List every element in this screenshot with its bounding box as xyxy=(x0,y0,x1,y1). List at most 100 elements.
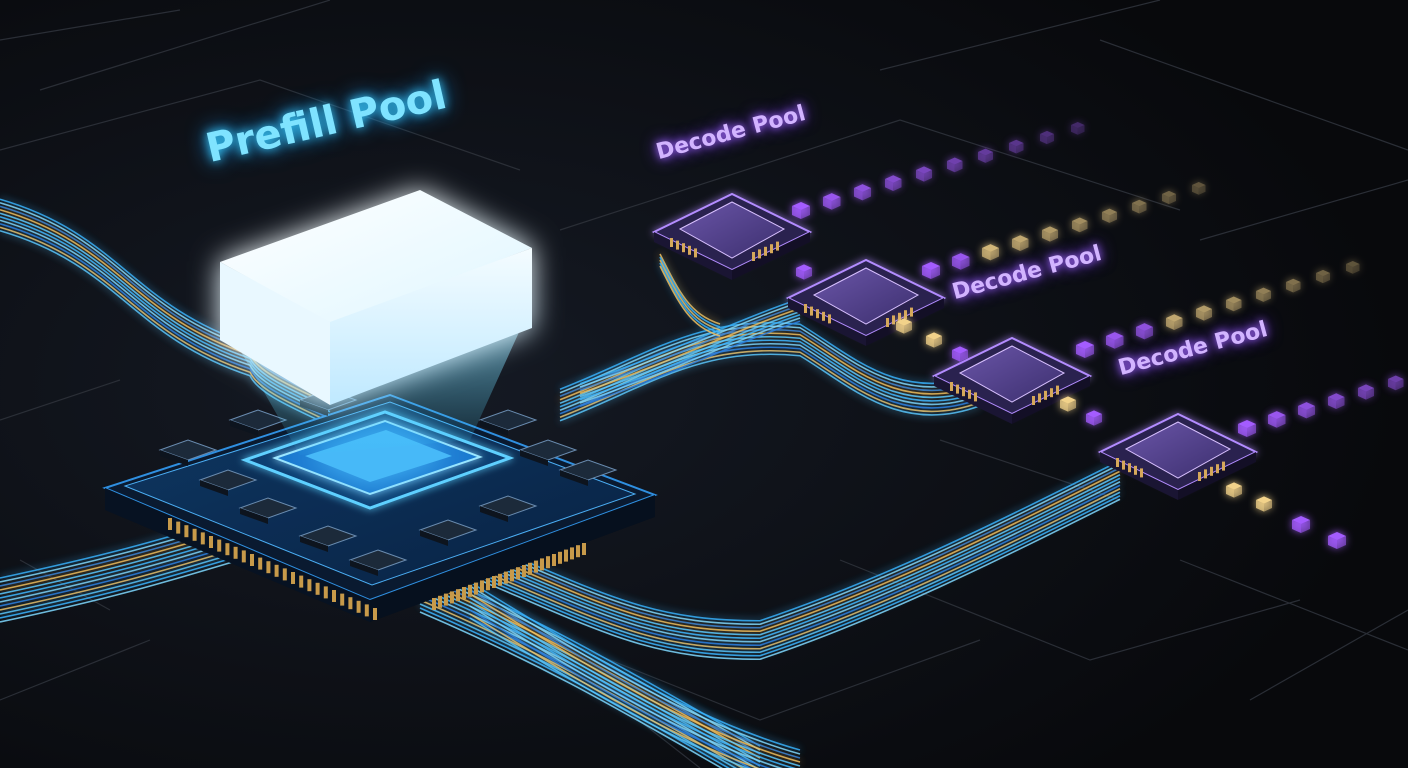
token-cube-left-29 xyxy=(1346,264,1353,274)
token-cube-left-42 xyxy=(1226,486,1234,498)
board-pin-r10 xyxy=(492,576,496,588)
token-cube-left-25 xyxy=(1226,300,1234,312)
token-cube-icon xyxy=(952,253,970,270)
token-cube-left-30 xyxy=(1238,424,1247,438)
board-pin-l15 xyxy=(291,572,295,584)
prefill-block-icon xyxy=(220,190,532,405)
token-cube-top-44 xyxy=(1292,515,1310,525)
token-cube-left-13 xyxy=(1012,239,1021,251)
token-cube-top-34 xyxy=(1358,384,1374,392)
token-cube-right-41 xyxy=(1094,414,1102,426)
board-chip-side-9 xyxy=(230,420,258,436)
token-cube-right-1 xyxy=(831,197,841,210)
decode-chip-pin-l-1-3 xyxy=(822,311,825,321)
fiber-h-5 xyxy=(469,601,797,768)
token-cube-icon xyxy=(922,261,940,280)
token-cube-left-6 xyxy=(978,152,986,163)
token-cube-right-9 xyxy=(1077,125,1085,135)
token-cube-right-0 xyxy=(801,206,810,220)
token-cube-right-36 xyxy=(804,268,812,280)
board-chip-side-4 xyxy=(350,560,378,576)
token-cube-top-42 xyxy=(1226,482,1242,490)
token-cube-right-4 xyxy=(924,170,932,182)
token-cube-right-43 xyxy=(1264,500,1272,512)
decode-chips xyxy=(651,192,1259,500)
board-pin-l2 xyxy=(184,525,189,538)
token-cube-top-24 xyxy=(1196,305,1212,313)
fiber-h-4 xyxy=(469,597,801,767)
fiber-g-3 xyxy=(659,262,721,334)
decode-chip-pin-l-1-1 xyxy=(810,306,813,316)
fiber-f-6 xyxy=(579,317,801,404)
decode-chip-pin-r-3-1 xyxy=(1204,469,1207,479)
token-cube-icon xyxy=(1086,410,1102,426)
board-pin-l6 xyxy=(217,539,222,552)
token-cube-left-1 xyxy=(823,197,832,210)
token-cube-top-28 xyxy=(1316,269,1330,277)
token-cube-icon xyxy=(1040,130,1054,145)
decode-chip-pin-l-0-0 xyxy=(670,238,673,247)
token-cube-right-19 xyxy=(1198,185,1206,195)
token-cube-left-16 xyxy=(1102,212,1110,223)
board-pin-l9 xyxy=(241,550,246,563)
fiber-d-1 xyxy=(429,463,1121,626)
token-cube-left-23 xyxy=(1166,318,1175,330)
decode-chip-die-0 xyxy=(678,201,786,259)
fiber-d-8 xyxy=(429,488,1121,650)
circuit-line-2 xyxy=(0,79,521,171)
decode-chip-pin-l-2-4 xyxy=(974,392,977,402)
decode-chip-side-l-3 xyxy=(1100,452,1178,500)
circuit-line-5 xyxy=(1099,39,1408,151)
token-cube-left-7 xyxy=(1009,143,1017,154)
decode-chip-pin-r-3-0 xyxy=(1198,472,1201,481)
token-cube-left-9 xyxy=(1071,125,1078,135)
token-cube-icon xyxy=(952,346,968,362)
fiber-f-5 xyxy=(579,314,801,401)
decode-chip-pin-l-3-1 xyxy=(1122,460,1125,470)
fiber-d-3 xyxy=(429,470,1121,633)
decode-chip-pin-r-1-0 xyxy=(886,318,889,327)
token-cube-icon xyxy=(1328,393,1345,409)
board-chip-side-3 xyxy=(300,536,328,552)
board-pin-l23 xyxy=(356,600,361,613)
board-pin-r20 xyxy=(552,554,556,566)
token-cube-icon xyxy=(885,175,902,191)
token-cube-right-22 xyxy=(1144,327,1153,340)
fiber-d-9 xyxy=(429,491,1121,654)
board-chip-side-5 xyxy=(420,530,448,546)
token-cube-top-43 xyxy=(1256,496,1272,504)
board-pin-r15 xyxy=(522,565,526,577)
token-cube-right-16 xyxy=(1109,212,1117,223)
token-cube-left-5 xyxy=(947,161,955,173)
board-pin-r4 xyxy=(456,589,460,602)
token-cube-right-2 xyxy=(862,188,871,201)
fiber-h-2 xyxy=(469,589,801,759)
fiber-h-7 xyxy=(469,609,771,768)
decode-chip-pin-r-0-4 xyxy=(776,241,779,251)
token-cube-left-32 xyxy=(1298,406,1307,419)
decode-chip-pin-l-0-1 xyxy=(676,240,679,250)
token-cube-left-17 xyxy=(1132,203,1140,214)
token-cube-right-14 xyxy=(1050,230,1058,242)
decode-chip-pin-l-2-1 xyxy=(956,384,959,394)
fiber-f-0 xyxy=(579,298,801,385)
token-cube-top-17 xyxy=(1132,199,1147,207)
token-cube-icon xyxy=(854,184,871,201)
board-chip-side-1 xyxy=(200,480,228,496)
token-cube-icon xyxy=(896,318,912,334)
token-cube-top-45 xyxy=(1328,531,1346,541)
fiber-d-5 xyxy=(429,477,1121,640)
fiber-e-6 xyxy=(559,342,981,411)
board-pin-r11 xyxy=(498,573,502,586)
fiber-g-4 xyxy=(659,265,721,337)
board-pin-r22 xyxy=(564,549,568,562)
token-cube-icon xyxy=(1072,217,1088,233)
token-cube-right-39 xyxy=(960,350,968,362)
token-cube-right-3 xyxy=(893,179,902,191)
board-chip-side-6 xyxy=(480,506,508,522)
decode-chip-pin-r-2-0 xyxy=(1032,396,1035,405)
token-cube-right-8 xyxy=(1047,134,1054,145)
board-chip-side-8 xyxy=(560,470,588,486)
decode-chip-die-3 xyxy=(1124,421,1232,479)
token-cube-icon xyxy=(1292,515,1310,534)
